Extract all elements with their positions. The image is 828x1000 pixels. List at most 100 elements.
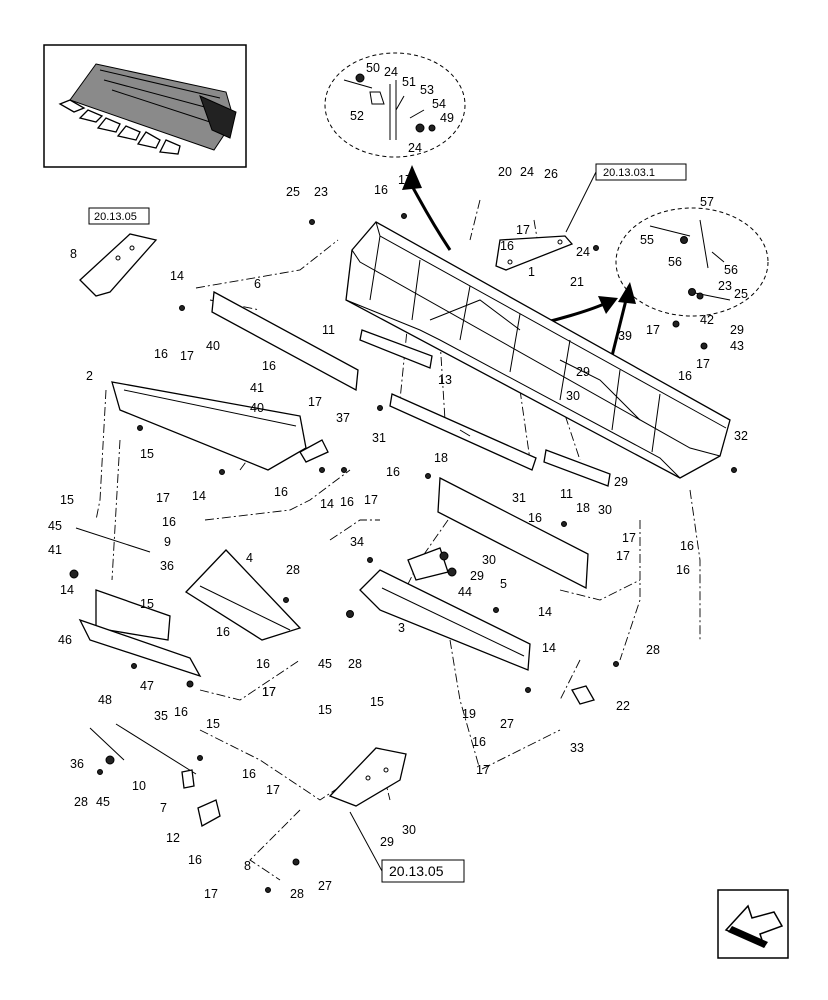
panel-5: [437, 476, 589, 590]
callout: 16: [174, 705, 188, 719]
rod-9: [75, 527, 151, 553]
svg-text:20.13.03.1: 20.13.03.1: [603, 167, 655, 179]
callout: 30: [566, 389, 580, 403]
callout: 44: [458, 585, 472, 599]
callout: 15: [370, 695, 384, 709]
callout: 16: [472, 735, 486, 749]
callout: 36: [160, 559, 174, 573]
callout: 24: [408, 141, 422, 155]
rod-36: [89, 727, 125, 761]
rod-10: [115, 723, 197, 775]
callout: 17: [398, 173, 412, 187]
callout: 29: [380, 835, 394, 849]
callout: 11: [322, 323, 335, 337]
shield-11-lower: [543, 449, 611, 487]
callout-labels: 50 24 51 53 54 49 52 24 20 24 26 25 23 1…: [48, 61, 748, 901]
callout: 6: [254, 277, 261, 291]
callout: 31: [372, 431, 386, 445]
callout: 20: [498, 165, 512, 179]
callout: 5: [500, 577, 507, 591]
callout: 18: [434, 451, 448, 465]
callout: 41: [250, 381, 264, 395]
callout: 56: [724, 263, 738, 277]
callout: 17: [262, 685, 276, 699]
callout: 9: [164, 535, 171, 549]
callout: 40: [206, 339, 220, 353]
callout: 15: [140, 597, 154, 611]
callout: 12: [166, 831, 180, 845]
callout: 15: [206, 717, 220, 731]
detail-view-top: [324, 52, 466, 158]
callout: 16: [374, 183, 388, 197]
callout: 35: [154, 709, 168, 723]
callout: 45: [48, 519, 62, 533]
callout: 17: [516, 223, 530, 237]
callout: 8: [70, 247, 77, 261]
callout: 53: [420, 83, 434, 97]
panel-4: [184, 549, 302, 641]
callout: 55: [640, 233, 654, 247]
callout: 52: [350, 109, 364, 123]
callout: 45: [318, 657, 332, 671]
return-arrow-icon[interactable]: [717, 889, 789, 959]
callout: 16: [216, 625, 230, 639]
callout: 40: [250, 401, 264, 415]
callout: 16: [500, 239, 514, 253]
svg-text:20.13.05: 20.13.05: [389, 863, 444, 879]
callout: 31: [512, 491, 526, 505]
callout: 30: [598, 503, 612, 517]
callout: 16: [678, 369, 692, 383]
callout: 23: [718, 279, 732, 293]
bracket-37: [299, 439, 329, 463]
detail-view-right: [615, 207, 769, 317]
callout: 29: [730, 323, 744, 337]
callout: 34: [350, 535, 364, 549]
callout: 39: [618, 329, 632, 343]
callout: 2: [86, 369, 93, 383]
callout: 30: [402, 823, 416, 837]
header-thumbnail-icon: [43, 44, 247, 168]
callout: 15: [318, 703, 332, 717]
callout: 4: [246, 551, 253, 565]
callout: 46: [58, 633, 72, 647]
callout: 16: [680, 539, 694, 553]
callout: 50: [366, 61, 380, 75]
callout: 18: [576, 501, 590, 515]
plate-12: [197, 799, 221, 827]
callout: 16: [262, 359, 276, 373]
callout: 1: [528, 265, 535, 279]
callout: 14: [60, 583, 74, 597]
callout: 14: [538, 605, 552, 619]
callout: 56: [668, 255, 682, 269]
callout: 17: [308, 395, 322, 409]
callout: 13: [438, 373, 452, 387]
callout: 17: [364, 493, 378, 507]
callout: 17: [616, 549, 630, 563]
reference-box-bottom[interactable]: 20.13.05: [349, 811, 465, 883]
callout: 15: [140, 447, 154, 461]
point-46: [78, 589, 202, 678]
callout: 14: [542, 641, 556, 655]
callout: 16: [242, 767, 256, 781]
callout: 17: [262, 685, 276, 699]
callout: 17: [204, 887, 218, 901]
callout: 17: [266, 783, 280, 797]
bracket-left-top: [79, 233, 158, 297]
reference-box-top-left[interactable]: 20.13.05: [88, 207, 150, 225]
callout: 26: [544, 167, 558, 181]
callout: 28: [290, 887, 304, 901]
callout: 24: [384, 65, 398, 79]
reference-box-top-right[interactable]: 20.13.03.1: [565, 163, 687, 233]
callout: 24: [520, 165, 534, 179]
main-frame: [345, 221, 731, 479]
divider-3: [359, 569, 531, 671]
callout: 16: [528, 511, 542, 525]
shield-11-upper: [359, 329, 433, 369]
callout: 29: [470, 569, 484, 583]
callout: 15: [60, 493, 74, 507]
callout: 23: [314, 185, 328, 199]
callout: 17: [622, 531, 636, 545]
callout: 28: [286, 563, 300, 577]
callout: 8: [244, 859, 251, 873]
